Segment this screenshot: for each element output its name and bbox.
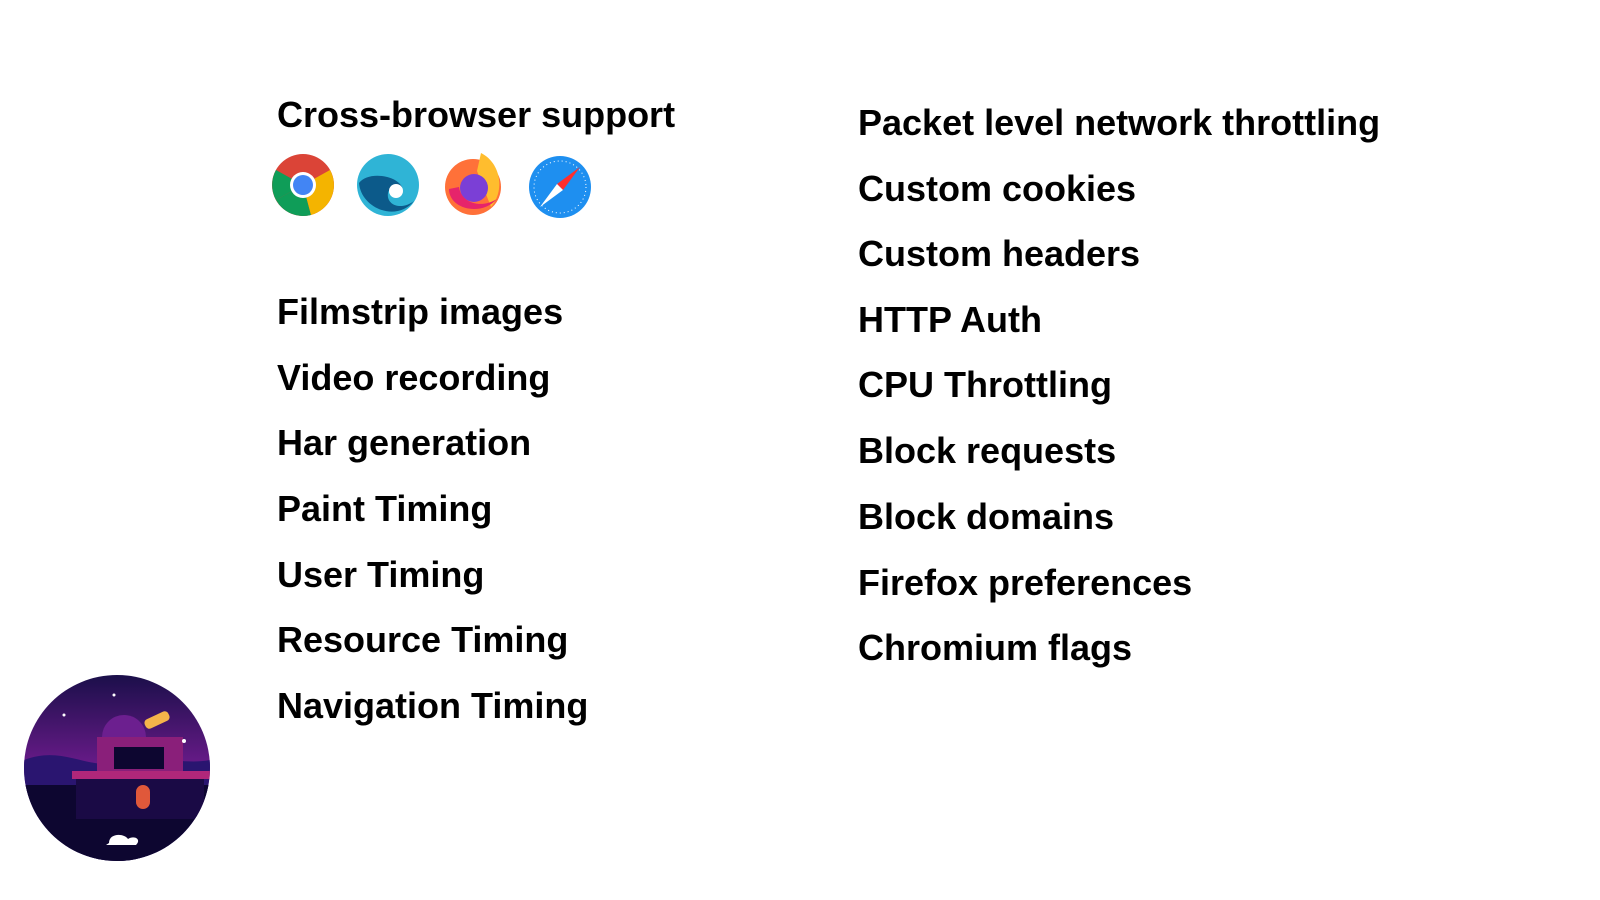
feature-item: Resource Timing (277, 619, 569, 660)
observatory-logo (24, 675, 210, 861)
cross-browser-title: Cross-browser support (277, 94, 676, 135)
feature-item: Custom cookies (858, 168, 1137, 209)
feature-item: Custom headers (858, 233, 1141, 274)
feature-item: User Timing (277, 554, 485, 595)
feature-item: Block requests (858, 430, 1117, 471)
feature-item: Block domains (858, 496, 1115, 537)
feature-item: Har generation (277, 422, 532, 463)
feature-item: Paint Timing (277, 488, 493, 529)
feature-item: HTTP Auth (858, 299, 1042, 340)
feature-item: CPU Throttling (858, 364, 1112, 405)
feature-item: Firefox preferences (858, 562, 1193, 603)
feature-item: Navigation Timing (277, 685, 589, 726)
feature-item: Video recording (277, 357, 551, 398)
feature-item: Packet level network throttling (858, 102, 1381, 143)
safari-icon (529, 156, 591, 218)
chrome-icon (272, 154, 334, 217)
feature-item: Filmstrip images (277, 291, 564, 332)
firefox-icon (445, 153, 501, 215)
edge-icon (357, 154, 419, 216)
feature-item: Chromium flags (858, 627, 1133, 668)
